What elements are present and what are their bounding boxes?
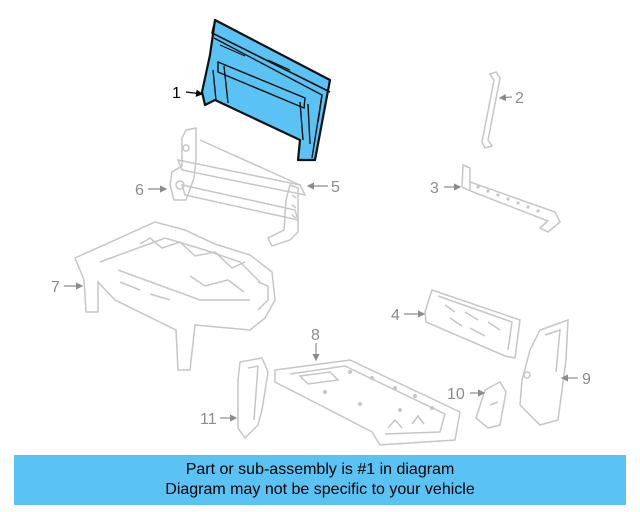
part-3-holes [476, 185, 540, 213]
part-11-vertical-trim[interactable] [237, 357, 269, 440]
callout-5[interactable]: 5 [331, 179, 340, 196]
callout-1[interactable]: 1 [172, 85, 181, 102]
part-6-hinge-bracket[interactable] [169, 127, 197, 201]
part-1-seat-back-frame[interactable] [200, 18, 332, 162]
callout-2[interactable]: 2 [515, 90, 524, 107]
info-banner: Part or sub-assembly is #1 in diagram Di… [14, 455, 626, 505]
callout-leader-lines [64, 89, 578, 422]
callout-10[interactable]: 10 [447, 386, 465, 403]
part-7-seat-base[interactable] [74, 221, 276, 371]
callout-7[interactable]: 7 [51, 279, 60, 296]
callout-8[interactable]: 8 [311, 327, 320, 344]
banner-line-2: Diagram may not be specific to your vehi… [165, 481, 475, 498]
callout-4[interactable]: 4 [391, 307, 400, 324]
leader-1 [185, 89, 204, 97]
part-3-bracket-bar[interactable] [461, 163, 561, 233]
leader-2 [498, 93, 513, 102]
part-9-side-trim[interactable] [519, 318, 569, 426]
part-10-cover[interactable] [475, 381, 507, 429]
part-8-bolts [323, 370, 434, 412]
callout-9[interactable]: 9 [582, 371, 591, 388]
part-5-seat-frame[interactable] [176, 139, 307, 247]
part-8-floor-tray[interactable] [274, 359, 461, 446]
callout-11[interactable]: 11 [200, 411, 217, 428]
part-2-rod[interactable] [481, 71, 501, 149]
callout-3[interactable]: 3 [430, 180, 439, 197]
banner-line-1: Part or sub-assembly is #1 in diagram [185, 461, 455, 478]
callout-6[interactable]: 6 [135, 182, 144, 199]
callout-labels: 1 2 3 4 5 6 7 8 9 10 11 [51, 85, 591, 428]
part-4-back-panel[interactable] [424, 289, 521, 359]
